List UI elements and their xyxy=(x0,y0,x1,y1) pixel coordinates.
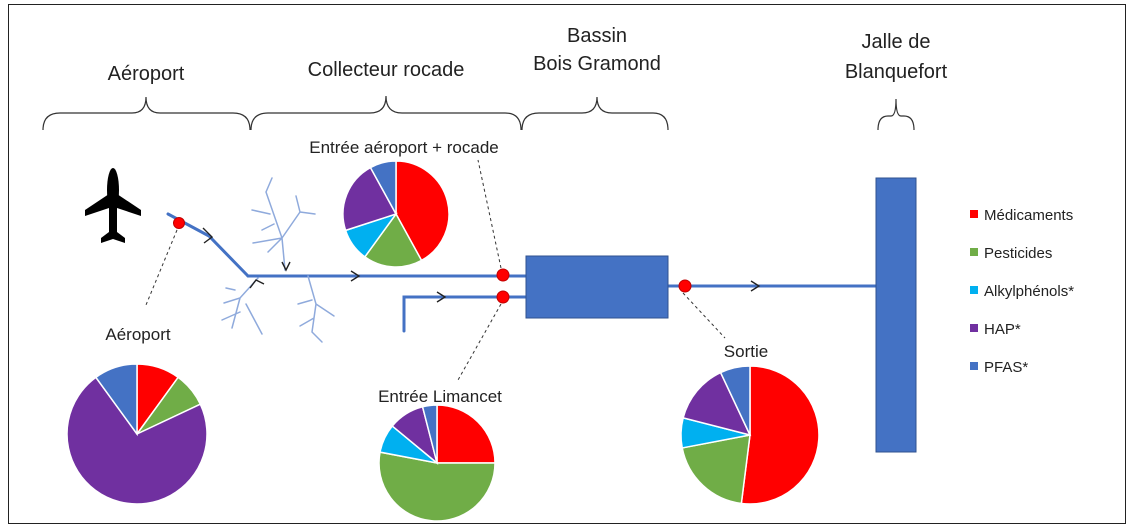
brace-bassin xyxy=(521,96,669,131)
pie-label-entree-limancet: Entrée Limancet xyxy=(378,387,502,406)
leader-entree-rocade xyxy=(477,159,502,269)
legend-label-hap: HAP* xyxy=(984,321,1021,338)
legend: Médicaments Pesticides Alkylphénols* HAP… xyxy=(970,207,1074,376)
legend-swatch-medicaments xyxy=(970,210,978,218)
pie-slice-hap xyxy=(66,376,208,505)
pie-chart-sortie xyxy=(680,365,820,505)
pie-slice-medicaments xyxy=(740,365,820,505)
flow-arrow-6 xyxy=(249,279,265,289)
pie-slice-pesticides xyxy=(681,434,751,505)
sampling-point-aeroport xyxy=(173,217,185,229)
branch-left xyxy=(221,277,263,335)
section-label-jalle-2: Blanquefort xyxy=(845,61,948,83)
pie-slice-hap xyxy=(342,166,398,232)
pie-slice-pesticides xyxy=(363,212,423,268)
flow-arrow-2 xyxy=(350,270,361,282)
sampling-point-sortie xyxy=(678,279,692,293)
legend-label-medicaments: Médicaments xyxy=(984,207,1073,224)
pie-label-aeroport: Aéroport xyxy=(105,325,170,344)
legend-swatch-hap xyxy=(970,324,978,332)
pie-slice-hap xyxy=(682,371,752,437)
pipe-limancet xyxy=(402,295,528,333)
section-label-bassin-1: Bassin xyxy=(567,25,627,47)
branch-upper xyxy=(251,177,316,271)
jalle-de-blanquefort xyxy=(875,177,917,453)
leader-sortie xyxy=(682,292,726,339)
section-label-jalle-1: Jalle de xyxy=(862,31,931,53)
legend-swatch-pesticides xyxy=(970,248,978,256)
sampling-point-entree-limancet xyxy=(496,290,510,304)
legend-label-pesticides: Pesticides xyxy=(984,245,1052,262)
bassin-bois-gramond xyxy=(525,255,669,319)
flow-arrow-1 xyxy=(202,227,214,244)
pie-slice-pfas xyxy=(421,404,438,464)
pie-slice-pesticides xyxy=(378,451,496,522)
pie-chart-aeroport xyxy=(66,363,208,505)
section-label-aeroport: Aéroport xyxy=(108,63,185,85)
branch-mid xyxy=(297,275,335,343)
flow-arrow-5 xyxy=(281,261,291,272)
flow-arrow-3 xyxy=(436,291,447,303)
legend-label-pfas: PFAS* xyxy=(984,359,1028,376)
pie-label-sortie: Sortie xyxy=(724,342,768,361)
legend-swatch-alkylphenols xyxy=(970,286,978,294)
legend-swatch-pfas xyxy=(970,362,978,370)
pie-slice-medicaments xyxy=(436,404,496,464)
airplane-icon xyxy=(85,168,141,243)
brace-collecteur xyxy=(250,95,522,131)
pie-chart-entree-rocade xyxy=(342,160,450,268)
brace-jalle xyxy=(877,98,915,131)
leader-aeroport xyxy=(145,229,178,306)
section-label-bassin-2: Bois Gramond xyxy=(533,53,661,75)
pie-slice-pfas xyxy=(369,160,397,215)
section-label-collecteur: Collecteur rocade xyxy=(308,59,465,81)
pie-slice-medicaments xyxy=(395,160,450,262)
leader-entree-limancet xyxy=(457,303,502,381)
pie-label-entree-rocade: Entrée aéroport + rocade xyxy=(309,138,498,157)
brace-aeroport xyxy=(42,96,251,131)
flow-arrow-4 xyxy=(750,280,761,292)
pie-slice-pfas xyxy=(94,363,138,437)
pie-slice-pfas xyxy=(719,365,751,436)
legend-label-alkylphenols: Alkylphénols* xyxy=(984,283,1074,300)
sampling-point-entree-rocade xyxy=(496,268,510,282)
pie-chart-entree-limancet xyxy=(378,404,496,522)
